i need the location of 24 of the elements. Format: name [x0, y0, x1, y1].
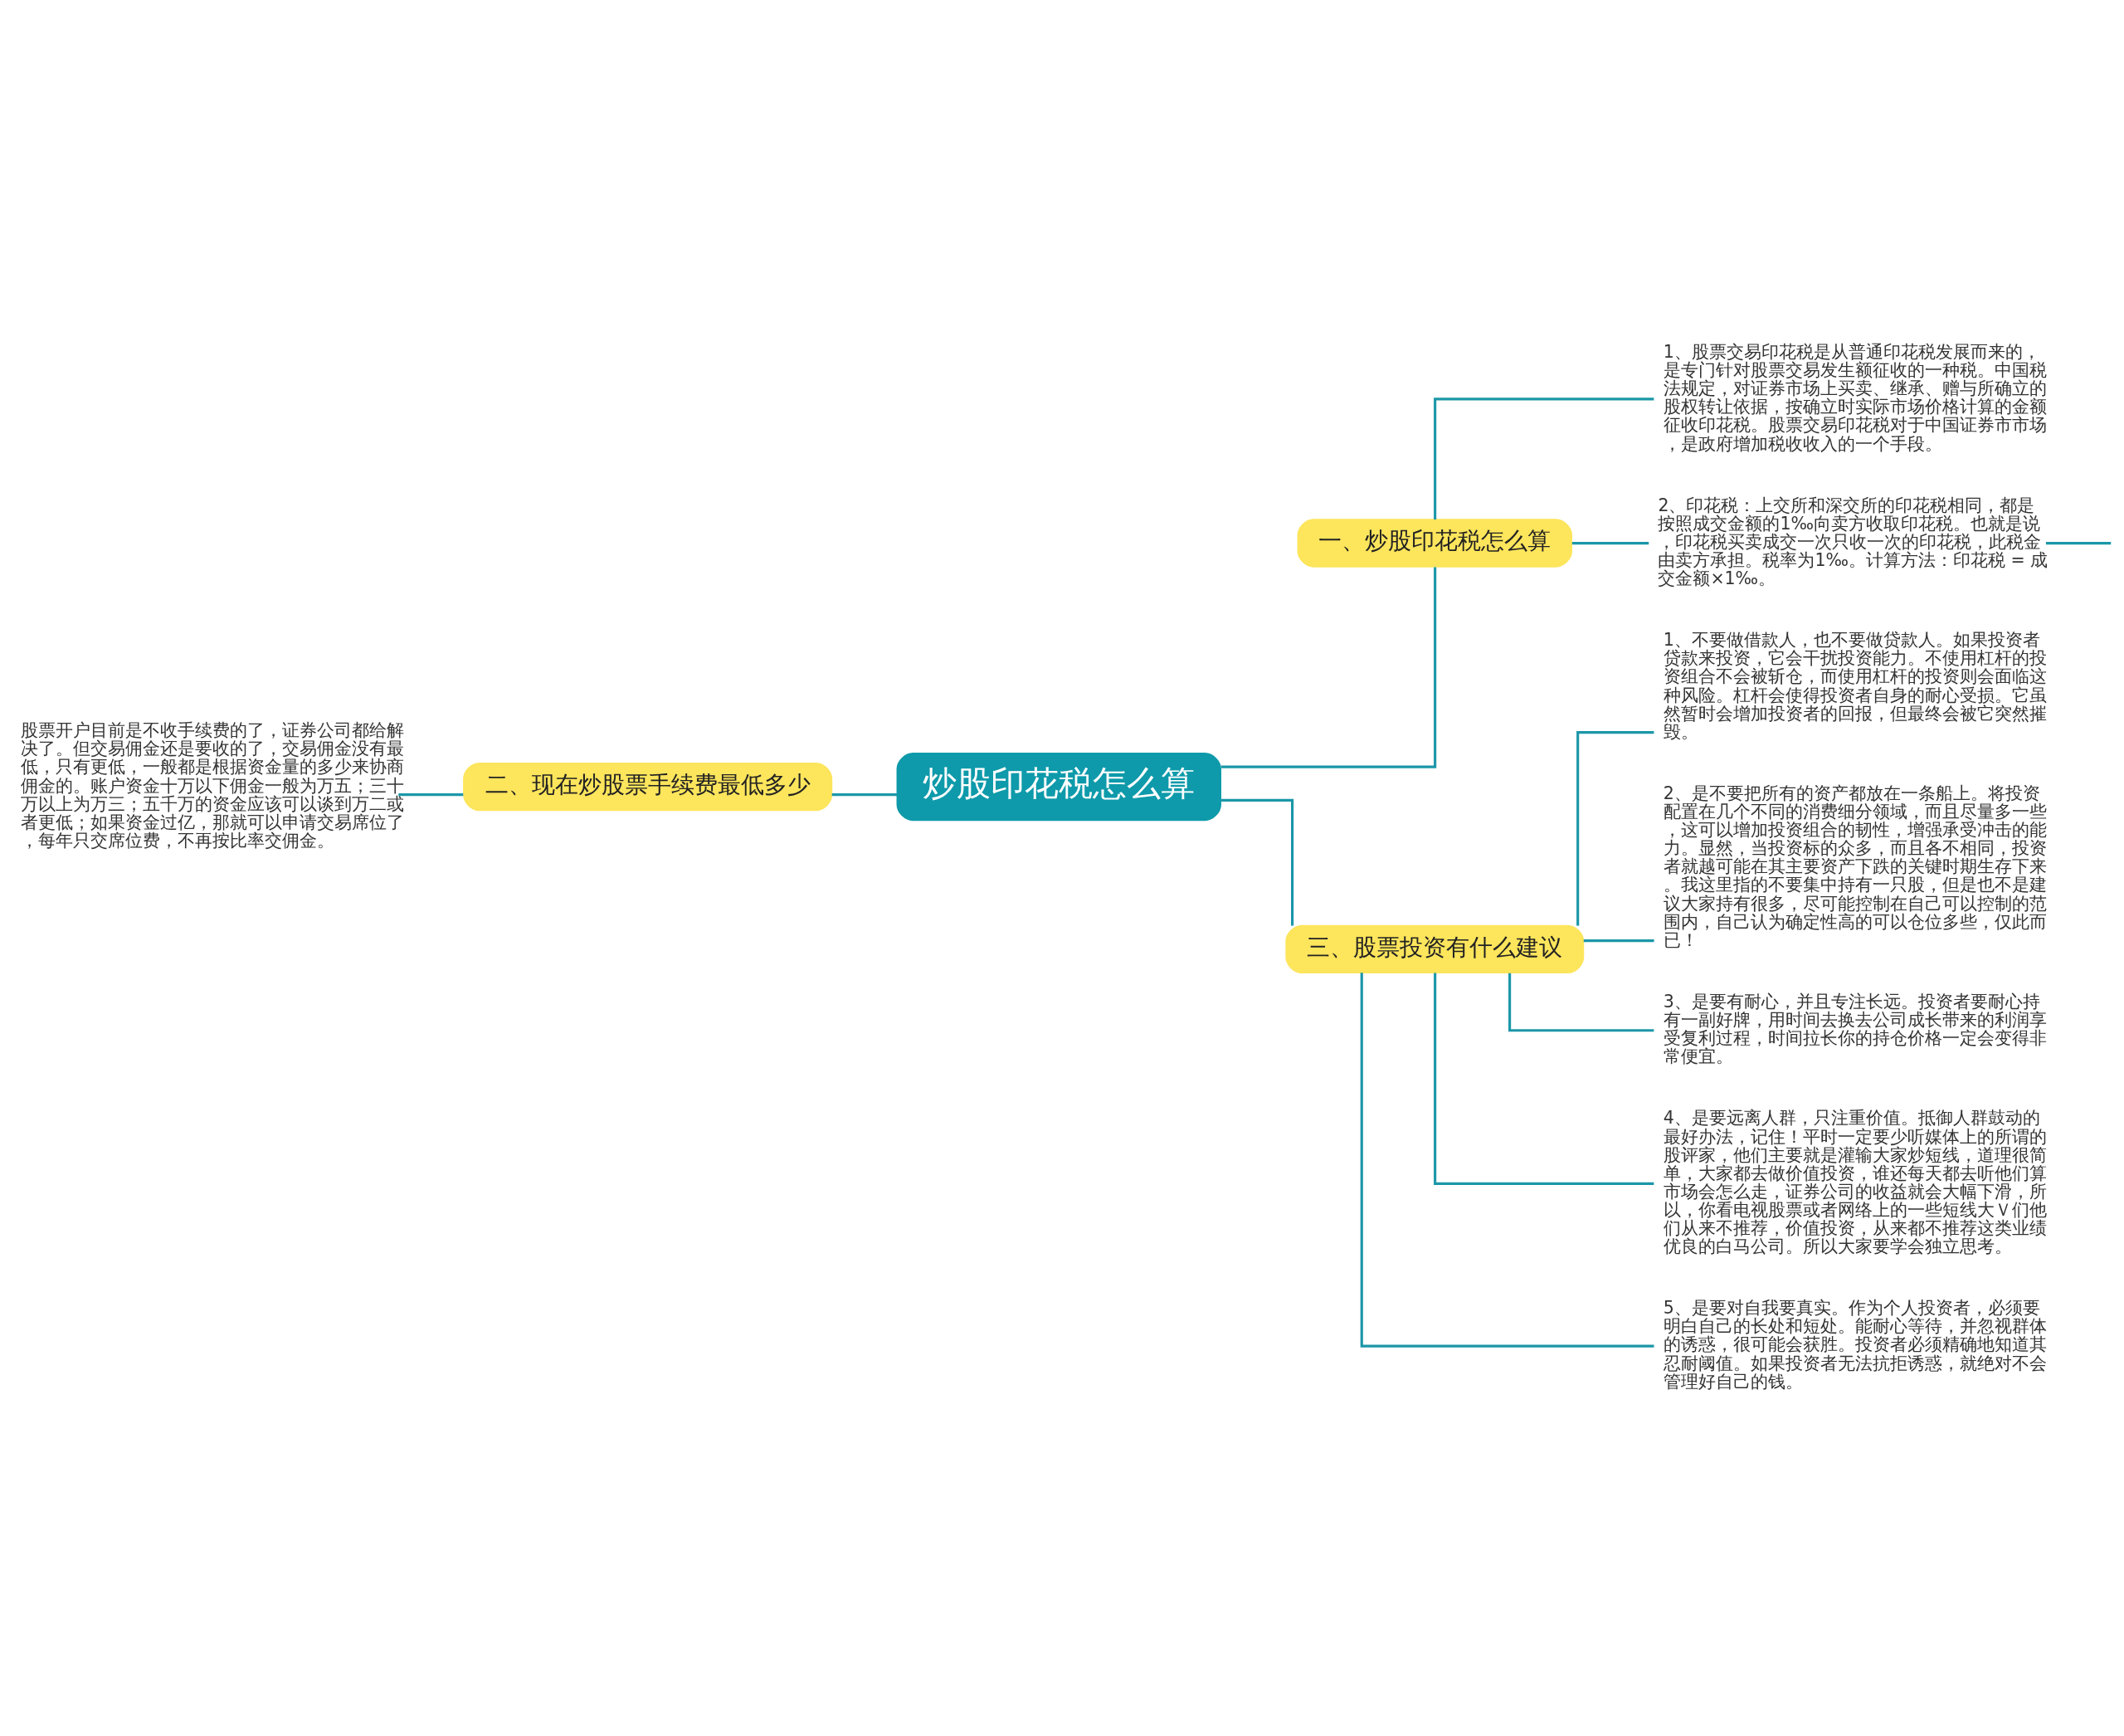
- node-text: 2、是不要把所有的资产都放在一条船上。将投资配置在几个不同的消费细分领域，而且尽量多一些，这可以增加投资组合的韧性，增强承受冲击的能力。显然，当投资标的众多，而且各不相同，投资者就越可能在其主要资产下跌的关键时期生存下来。我这里指的不要集中持有一只股，但是也不是建议大家持有很多，尽可能控制在自己可以控制的范围内，自己认为确定性高的可以仓位多些，仅此而已！: [1663, 783, 2047, 950]
- node-text: 1、股票交易印花税是从普通印花税发展而来的，是专门针对股票交易发生额征收的一种税。中国税法规定，对证券市场上买卖、继承、赠与所确立的股权转让依据，按确立时实际市场价格计算的金额征收印花税。股票交易印花税对于中国证券市市场，是政府增加税收收入的一个手段。: [1663, 342, 2047, 454]
- connector: [398, 793, 464, 797]
- node-text: 股票开户目前是不收手续费的了，证券公司都给解决了。但交易佣金还是要收的了，交易佣金没有最低，只有更低，一般都是根据资金量的多少来协商佣金的。账户资金十万以下佣金一般为万五；三十万以上为万三；五千万的资金应该可以谈到万二或者更低；如果资金过亿，那就可以申请交易席位了，每年只交席位费，不再按比率交佣金。: [21, 720, 405, 851]
- connector: [1571, 541, 1649, 545]
- node-box: 炒股印花税怎么算: [896, 753, 1221, 822]
- connector: [1434, 973, 1654, 1185]
- node-text: 3、是要有耐心，并且专注长远。投资者要耐心持有一副好牌，用时间去换去公司成长带来的利润享受复利过程，时间拉长你的持仓价格一定会变得非常便宜。: [1663, 991, 2047, 1067]
- node-box: 一、炒股印花税怎么算: [1297, 519, 1572, 568]
- connector: [1576, 731, 1654, 926]
- node-text: 4、是要远离人群，只注重价值。抵御人群鼓动的最好办法，记住！平时一定要少听媒体上的所谓的股评家，他们主要就是灌输大家炒短线，道理很简单，大家都去做价值投资，谁还每天都去听他们算市场会怎么走，证券公司的收益就会大幅下滑，所以，你看电视股票或者网络上的一些短线大Ｖ们他们从来不推荐，价值投资，从来都不推荐这类业绩优良的白马公司。所以大家要学会独立思考。: [1663, 1108, 2047, 1257]
- connector: [1220, 798, 1294, 926]
- node-text: 2、印花税：上交所和深交所的印花税相同，都是按照成交金额的1‰向卖方收取印花税。也就是说，印花税买卖成交一次只收一次的印花税，此税金由卖方承担。税率为1‰。计算方法：印花税 = 成交金额×1‰。: [1658, 495, 2048, 589]
- connector: [1220, 567, 1437, 768]
- connector: [1434, 397, 1654, 519]
- node-text: 1、不要做借款人，也不要做贷款人。如果投资者贷款来投资，它会干扰投资能力。不使用杠杆的投资组合不会被斩仓，而使用杠杆的投资则会面临这种风险。杠杆会使得投资者自身的耐心受损。它虽然暂时会增加投资者的回报，但最终会被它突然摧毁。: [1663, 630, 2047, 742]
- connector: [2045, 541, 2112, 545]
- connector: [1583, 939, 1654, 943]
- connector: [831, 793, 898, 797]
- connector: [1360, 973, 1654, 1348]
- connector: [1508, 973, 1654, 1032]
- node-box: 三、股票投资有什么建议: [1285, 924, 1585, 974]
- node-box: 二、现在炒股票手续费最低多少: [463, 762, 833, 812]
- node-text: 5、是要对自我要真实。作为个人投资者，必须要明白自己的长处和短处。能耐心等待，并忽视群体的诱惑，很可能会获胜。投资者必须精确地知道其忍耐阈值。如果投资者无法抗拒诱惑，就绝对不会管理好自己的钱。: [1663, 1298, 2047, 1392]
